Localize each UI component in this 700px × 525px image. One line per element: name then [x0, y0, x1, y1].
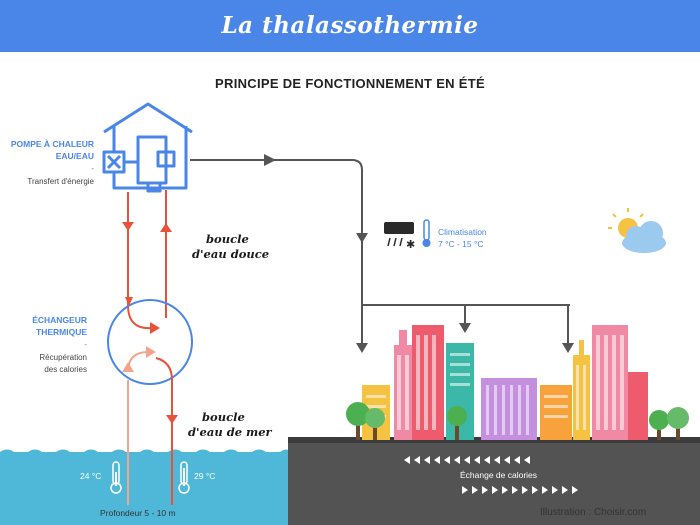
climatisation-label: Climatisation 7 °C - 15 °C [438, 226, 487, 250]
depth-label: Profondeur 5 - 10 m [100, 508, 176, 518]
ac-unit-icon: ✱ [384, 222, 415, 251]
heat-pump-label: POMPE À CHALEUR EAU/EAU [2, 138, 94, 162]
thermometer-icon [110, 461, 122, 494]
house-icon [102, 102, 193, 193]
exchanger-dash: - [84, 340, 87, 349]
heat-pump-label-line1: POMPE À CHALEUR [10, 139, 94, 149]
sea-water-loop-label: boucle d'eau de mer [188, 410, 272, 440]
sea-loop-line2: d'eau de mer [188, 425, 272, 439]
tree-icon [447, 406, 467, 440]
heat-pump-label-line2: EAU/EAU [55, 151, 94, 161]
tree-icon [649, 407, 689, 440]
climatisation-title: Climatisation [438, 227, 487, 237]
header-bar [0, 0, 700, 52]
ground-area [288, 440, 700, 525]
sea-area [0, 452, 290, 525]
sun-cloud-icon [608, 208, 666, 253]
fresh-water-loop-label: boucle d'eau douce [192, 232, 269, 262]
tree-icon [346, 402, 385, 440]
exchanger-desc-line1: Récupération [39, 353, 87, 362]
heat-exchanger-circle [107, 299, 193, 385]
exchanger-desc: Récupération des calories [2, 352, 87, 376]
climatisation-range: 7 °C - 15 °C [438, 239, 484, 249]
distribution-pipes [190, 159, 570, 345]
fresh-loop-line2: d'eau douce [192, 247, 270, 261]
heat-pump-desc: Transfert d'énergie [27, 177, 94, 186]
exchange-label: Échange de calories [460, 470, 538, 480]
temperature-left: 24 °C [80, 471, 102, 481]
thermometer-icon [422, 219, 431, 247]
exchanger-desc-line2: des calories [44, 365, 87, 374]
exchanger-label: ÉCHANGEUR THERMIQUE [2, 314, 87, 338]
thermometer-icon [178, 461, 190, 494]
diagram-subtitle: PRINCIPE DE FONCTIONNEMENT EN ÉTÉ [215, 76, 485, 91]
exchanger-label-line1: ÉCHANGEUR [32, 315, 87, 325]
page-title: La thalassothermie [221, 12, 479, 39]
exchanger-label-line2: THERMIQUE [36, 327, 87, 337]
exchange-chevrons [404, 456, 578, 494]
illustration-credit: Illustration : Choisir.com [540, 507, 647, 518]
heat-pump-dash: - [91, 164, 94, 173]
sea-waves [0, 449, 290, 458]
svg-text:✱: ✱ [406, 238, 415, 251]
temperature-right: 29 °C [194, 471, 216, 481]
sea-loop-line1: boucle [202, 410, 245, 424]
fresh-loop-line1: boucle [206, 232, 249, 246]
